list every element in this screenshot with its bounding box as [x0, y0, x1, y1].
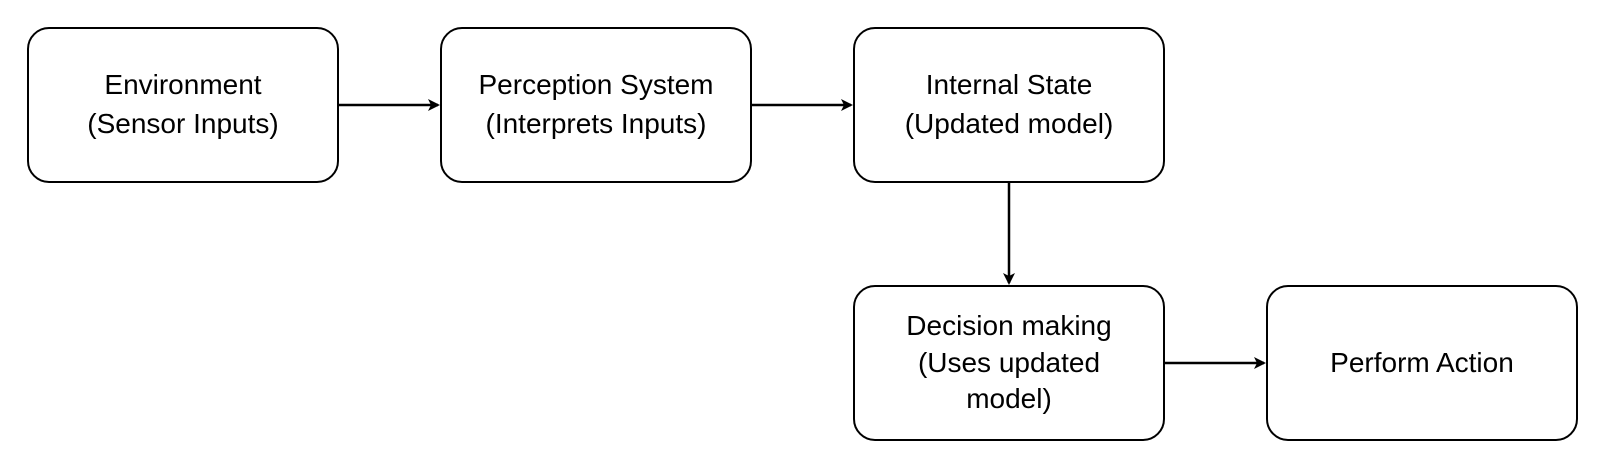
- node-internal-state: Internal State (Updated model): [853, 27, 1165, 183]
- node-internal-state-label: Internal State (Updated model): [904, 69, 1114, 139]
- node-environment: Environment (Sensor Inputs): [27, 27, 339, 183]
- node-decision-making-label: Decision making (Uses updated model): [906, 310, 1112, 415]
- node-perception-system-label: Perception System (Interprets Inputs): [478, 69, 714, 139]
- node-decision-making: Decision making (Uses updated model): [853, 285, 1165, 441]
- node-perform-action: Perform Action: [1266, 285, 1578, 441]
- node-perception-system: Perception System (Interprets Inputs): [440, 27, 752, 183]
- node-environment-label: Environment (Sensor Inputs): [87, 69, 279, 139]
- node-perform-action-label: Perform Action: [1330, 346, 1514, 378]
